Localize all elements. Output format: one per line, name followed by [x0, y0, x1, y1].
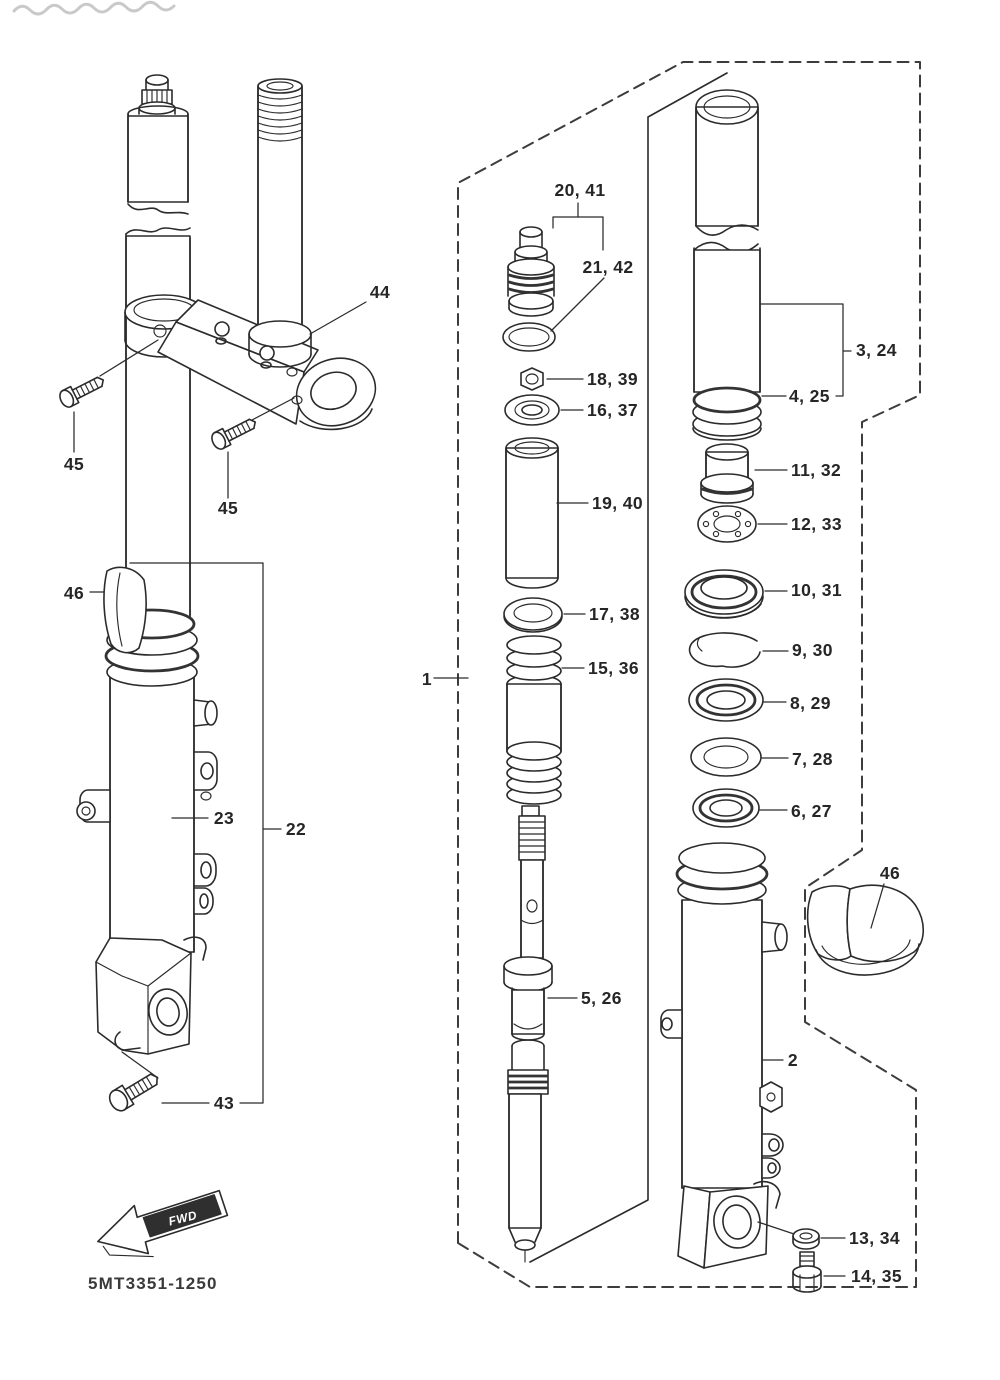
label-rod-nut: 18, 39 [587, 369, 638, 389]
label-spring-washer: 16, 37 [587, 400, 638, 420]
sheet-code: 5MT3351-1250 [88, 1274, 218, 1293]
label-spring-seat: 17, 38 [589, 604, 640, 624]
label-fork-spring: 15, 36 [588, 658, 639, 678]
part-axle-washer [792, 1228, 820, 1250]
leader-inner-tube-bracket [759, 303, 852, 397]
label-damper-rod: 5, 26 [581, 988, 622, 1008]
right-leg-inner-tube [257, 78, 303, 331]
label-cap-o-ring: 21, 42 [582, 257, 633, 277]
label-tube-bushing: 4, 25 [789, 386, 830, 406]
part-inner-tube [692, 89, 762, 441]
part-spacer [505, 437, 559, 589]
label-stopper-ring: 9, 30 [792, 640, 833, 660]
part-damper-rod [503, 805, 553, 1263]
label-bracket-bolt-right: 45 [218, 498, 238, 518]
part-spring-washer [504, 394, 560, 426]
label-outer-tube-casting: 23 [214, 808, 234, 828]
part-oil-lock-piece [700, 443, 754, 504]
leader-bolt-right-axis [251, 397, 295, 421]
label-oil-seal: 8, 29 [790, 693, 831, 713]
labels: 1 20, 41 21, 42 18, 39 16, 37 19, 40 17,… [64, 180, 902, 1286]
part-protector-left [103, 566, 147, 654]
assembly-dashed-boundary [457, 61, 921, 1288]
label-slide-bushing: 10, 31 [791, 580, 842, 600]
part-spring-seat [503, 597, 563, 633]
label-under-bracket: 44 [370, 282, 390, 302]
leader-protector-right [870, 883, 885, 929]
part-seal-washer [690, 737, 762, 777]
part-rod-nut [520, 367, 544, 391]
part-under-bracket [124, 294, 377, 431]
label-dust-seal: 6, 27 [791, 801, 832, 821]
fwd-arrow-icon [97, 1189, 229, 1258]
label-lock-washer: 12, 33 [791, 514, 842, 534]
label-axle-washer: 13, 34 [849, 1228, 900, 1248]
part-bracket-bolt-left [59, 376, 105, 408]
label-bracket-bolt-left: 45 [64, 454, 84, 474]
label-spacer: 19, 40 [592, 493, 643, 513]
leader-under-bracket [309, 301, 367, 335]
part-stopper-ring [688, 632, 761, 668]
part-fork-spring [506, 635, 562, 805]
part-oil-seal [688, 678, 764, 722]
part-pinch-bolt-lower [108, 1073, 158, 1112]
fwd-arrow-label: FWD [167, 1208, 198, 1229]
label-protector-left: 46 [64, 583, 84, 603]
part-axle-bolt [792, 1251, 822, 1293]
part-lock-washer [697, 505, 757, 543]
leader-bolt-lower-axis [121, 1051, 159, 1079]
label-protector-right: 46 [880, 863, 900, 883]
label-assembly: 1 [422, 669, 432, 689]
exploded-tube-column [660, 89, 925, 1293]
label-pinch-bolt-lower: 43 [214, 1093, 234, 1113]
leader-outer-tube-left-bracket [129, 562, 282, 1104]
part-outer-tube-left [76, 608, 218, 1055]
part-cap-o-ring [502, 322, 556, 352]
leader-axle-washer-axis [757, 1221, 795, 1235]
label-axle-bolt: 14, 35 [851, 1266, 902, 1286]
leader-cap-o-ring [550, 277, 605, 332]
leader-cap-bolt-bracket [552, 202, 604, 251]
label-oil-lock-piece: 11, 32 [791, 460, 841, 480]
label-outer-tube-right: 2 [788, 1050, 798, 1070]
part-dust-seal [692, 788, 760, 828]
part-bracket-bolt-right [211, 418, 257, 450]
part-slide-bushing [684, 569, 764, 619]
assembly-solid-boundary [529, 72, 728, 1263]
part-outer-tube-right [660, 842, 788, 1269]
label-inner-tube: 3, 24 [856, 340, 897, 360]
label-seal-washer: 7, 28 [792, 749, 833, 769]
part-protector-right [806, 884, 925, 976]
assembled-fork-left [59, 74, 377, 1112]
exploded-internals-column [502, 202, 605, 1263]
part-cap-bolt [507, 226, 555, 317]
scan-artifact [12, 0, 176, 16]
label-outer-tube-left: 22 [286, 819, 306, 839]
label-cap-bolt: 20, 41 [554, 180, 605, 200]
leader-bolt-left-axis [99, 339, 159, 377]
